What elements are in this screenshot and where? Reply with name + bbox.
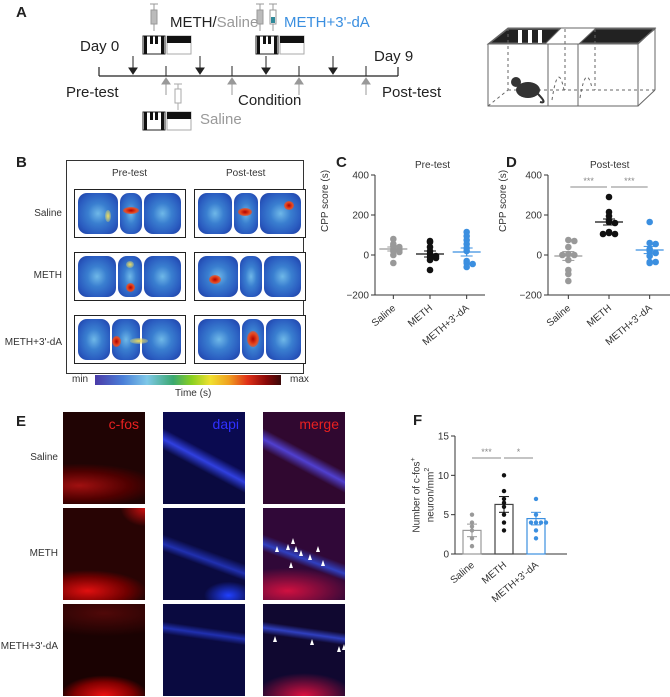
svg-text:400: 400 [525,171,542,182]
timeline-graphic [98,3,399,131]
condition-label: Condition [238,92,302,109]
colorbar-max: max [290,374,309,385]
heatmap-meth-post [194,252,306,301]
svg-text:*: * [517,447,521,457]
panel-d-label: D [506,154,517,171]
timeline-diagram [0,0,460,140]
svg-text:Saline: Saline [545,303,574,330]
chart-d-ylabel: CPP score (s) [498,169,509,232]
micrograph-saline-merge: merge [263,412,345,504]
chamber-icon [255,35,305,55]
svg-text:400: 400 [352,171,369,182]
heatmap-meth3da-post [194,315,306,364]
svg-text:METH: METH [585,303,614,330]
svg-text:200: 200 [525,211,542,222]
micrograph-saline-cfos: c-fos [63,412,145,504]
heatmap-meth3da-pre [74,315,186,364]
panel-c-label: C [336,154,347,171]
channel-label-dapi: dapi [212,416,239,432]
colorbar [95,375,281,385]
arrowhead-markers [275,538,325,568]
pretest-label: Pre-test [66,84,119,101]
svg-text:METH: METH [406,303,435,330]
e-row-label-meth-3da: METH+3'-dA [0,641,58,652]
label-meth: METH [170,14,213,31]
chamber-icon [142,111,192,131]
rat-icon [511,77,545,104]
posttest-label: Post-test [382,84,442,101]
svg-text:−200: −200 [519,291,542,302]
syringe-icon-pair [256,3,277,31]
svg-text:METH: METH [480,560,509,587]
svg-text:***: *** [624,176,635,186]
heatmap-saline-post [194,189,306,238]
chart-d-title: Post-test [590,160,630,171]
micrograph-meth3da-cfos [63,604,145,696]
svg-text:200: 200 [352,211,369,222]
label-meth-3da: METH+3'-dA [284,14,370,31]
channel-label-merge: merge [299,416,339,432]
micrograph-meth-cfos [63,508,145,600]
panel-f-label: F [413,412,423,429]
syringe-icon [150,3,158,31]
svg-text:Saline: Saline [370,303,399,330]
row-label-meth: METH [33,270,62,281]
svg-text:***: *** [481,447,492,457]
svg-text:0: 0 [363,251,369,262]
meth-arrow-icons [128,56,338,75]
bottom-saline-label: Saline [200,111,242,128]
chamber-icon [142,35,192,55]
row-label-saline: Saline [34,208,62,219]
top-label-group: METH/Saline [170,14,258,31]
e-row-label-saline: Saline [30,452,58,463]
micrograph-saline-dapi: dapi [163,412,245,504]
svg-text:15: 15 [438,432,450,443]
label-saline: Saline [216,14,259,31]
svg-text:0: 0 [536,251,542,262]
day-end: Day 9 [374,48,414,65]
e-row-label-meth: METH [29,548,58,559]
chart-c-title: Pre-test [415,160,451,171]
ylabel-line2: neuron/mm [425,471,437,523]
svg-text:0: 0 [443,550,449,561]
svg-text:−200: −200 [346,291,369,302]
col-header-pretest: Pre-test [112,168,148,179]
micrograph-meth-dapi [163,508,245,600]
svg-text:Saline: Saline [449,560,478,587]
panel-e-label: E [16,413,27,430]
svg-text:***: *** [583,176,594,186]
heatmap-saline-pre [74,189,186,238]
day-start: Day 0 [80,38,120,55]
micrograph-meth-merge [263,508,345,600]
ylabel-line1: Number of c-fos [411,461,423,533]
channel-label-cfos: c-fos [108,416,139,432]
heatmap-meth-pre [74,252,186,301]
arrowhead-markers [273,636,345,652]
micrograph-meth3da-dapi [163,604,245,696]
chart-c-ylabel: CPP score (s) [320,169,331,232]
syringe-icon-outline [174,83,182,110]
label-slash: / [212,14,217,31]
colorbar-min: min [72,374,89,385]
svg-text:10: 10 [438,471,450,482]
cpp-apparatus-diagram [460,0,670,140]
ylabel-sup2: 2 [424,467,432,472]
row-label-meth-3da: METH+3'-dA [4,337,62,348]
micrograph-meth3da-merge [263,604,345,696]
col-header-posttest: Post-test [226,168,266,179]
panel-a-label: A [16,4,27,21]
ylabel-sup1: + [410,457,417,462]
saline-arrow-icons [161,77,371,95]
svg-text:5: 5 [443,510,449,521]
panel-b-label: B [16,154,27,171]
colorbar-title: Time (s) [175,388,212,399]
chart-f-ylabel: Number of c-fos+ neuron/mm2 [408,450,437,540]
